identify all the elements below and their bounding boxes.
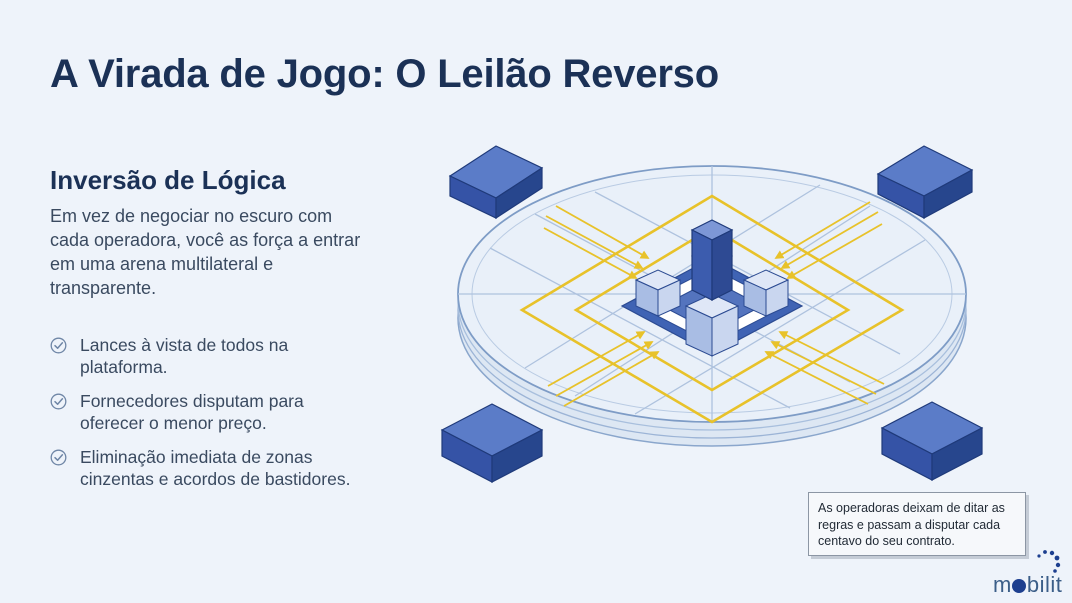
operator-cube bbox=[876, 145, 974, 220]
bullet-text-line: cinzentas e acordos de bastidores. bbox=[80, 469, 351, 489]
check-circle-icon bbox=[50, 393, 67, 410]
bullet-text-line: plataforma. bbox=[80, 357, 168, 377]
bullet-item: Eliminação imediata de zonas cinzentas e… bbox=[50, 446, 350, 490]
bullet-item: Fornecedores disputam para oferecer o me… bbox=[50, 390, 350, 434]
slide-title: A Virada de Jogo: O Leilão Reverso bbox=[50, 52, 719, 96]
logo-o-dot bbox=[1012, 579, 1027, 593]
check-circle-icon bbox=[50, 449, 67, 466]
auction-zone-outline bbox=[519, 194, 905, 424]
bullet-list: Lances à vista de todos na plataforma. F… bbox=[50, 334, 350, 502]
bullet-item: Lances à vista de todos na plataforma. bbox=[50, 334, 350, 378]
section-title: Inversão de Lógica bbox=[50, 165, 286, 195]
check-circle-icon bbox=[50, 337, 67, 354]
operator-cube bbox=[880, 401, 984, 481]
bullet-text-line: Eliminação imediata de zonas bbox=[80, 447, 313, 467]
dots-arc-icon bbox=[1037, 550, 1061, 573]
operator-cube bbox=[440, 403, 544, 483]
bid-arrows bbox=[543, 201, 885, 407]
central-tower bbox=[690, 219, 734, 301]
operator-cube bbox=[448, 145, 544, 220]
bullet-text-line: oferecer o menor preço. bbox=[80, 413, 267, 433]
callout-note: As operadoras deixam de ditar as regras … bbox=[808, 492, 1026, 556]
reverse-auction-arena-illustration bbox=[440, 145, 984, 483]
intro-paragraph: Em vez de negociar no escuro com cada op… bbox=[50, 206, 361, 298]
bullet-text-line: Fornecedores disputam para bbox=[80, 391, 304, 411]
bullet-text-line: Lances à vista de todos na bbox=[80, 335, 289, 355]
